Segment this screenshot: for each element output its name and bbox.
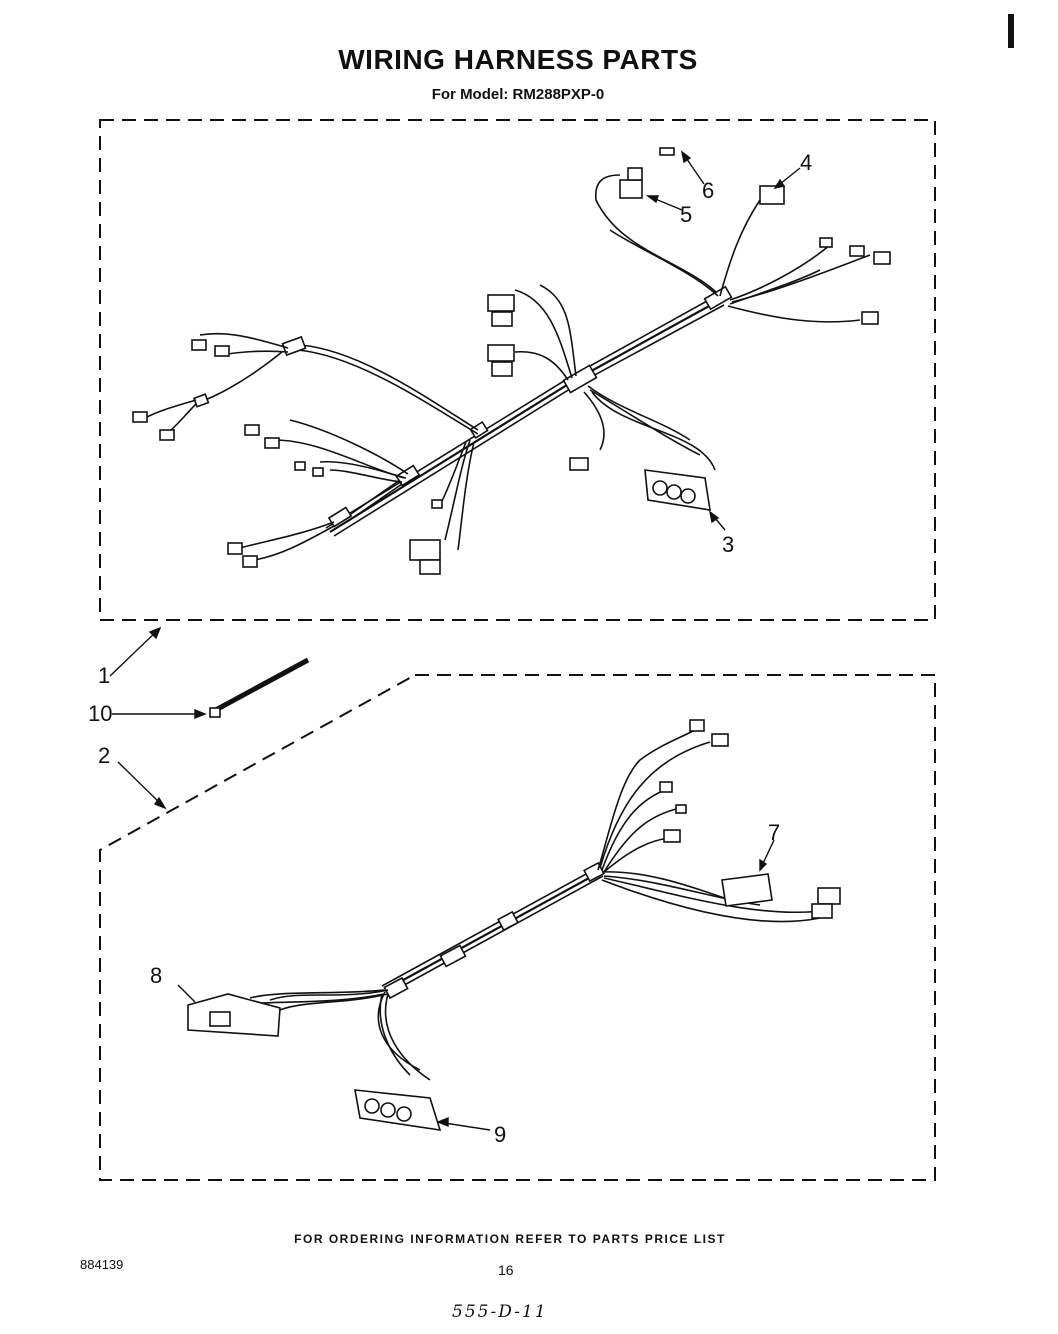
model-label: For Model: RM288PXP-0 [431,86,605,103]
cable-tie-10 [210,657,310,715]
callout-10: 10 [88,701,112,726]
callout-6: 6 [702,178,714,203]
ordering-info-footer: FOR ORDERING INFORMATION REFER TO PARTS … [294,1232,726,1246]
harness-1-connectors [132,147,891,575]
connector-8 [187,993,281,1037]
harness-2-wires [239,729,831,1081]
callout-leaders [109,150,801,1131]
callout-4: 4 [800,150,812,175]
harness-1-frame [99,119,936,621]
handwritten-note: 555-D-11 [452,1302,548,1322]
callout-9: 9 [494,1122,506,1147]
callout-3: 3 [722,532,734,557]
harness-1-wires [144,174,871,561]
corner-registration-mark [1008,14,1014,48]
callout-1: 1 [98,663,110,688]
page-number: 16 [498,1262,514,1278]
callout-7: 7 [768,820,780,845]
callout-8: 8 [150,963,162,988]
callout-5: 5 [680,202,692,227]
connector-7 [721,873,773,907]
document-number: 884139 [80,1257,124,1272]
callout-2: 2 [98,743,110,768]
page-title: WIRING HARNESS PARTS [338,44,698,75]
harness-2-connectors [187,719,841,1131]
harness-2-frame [99,674,936,1181]
